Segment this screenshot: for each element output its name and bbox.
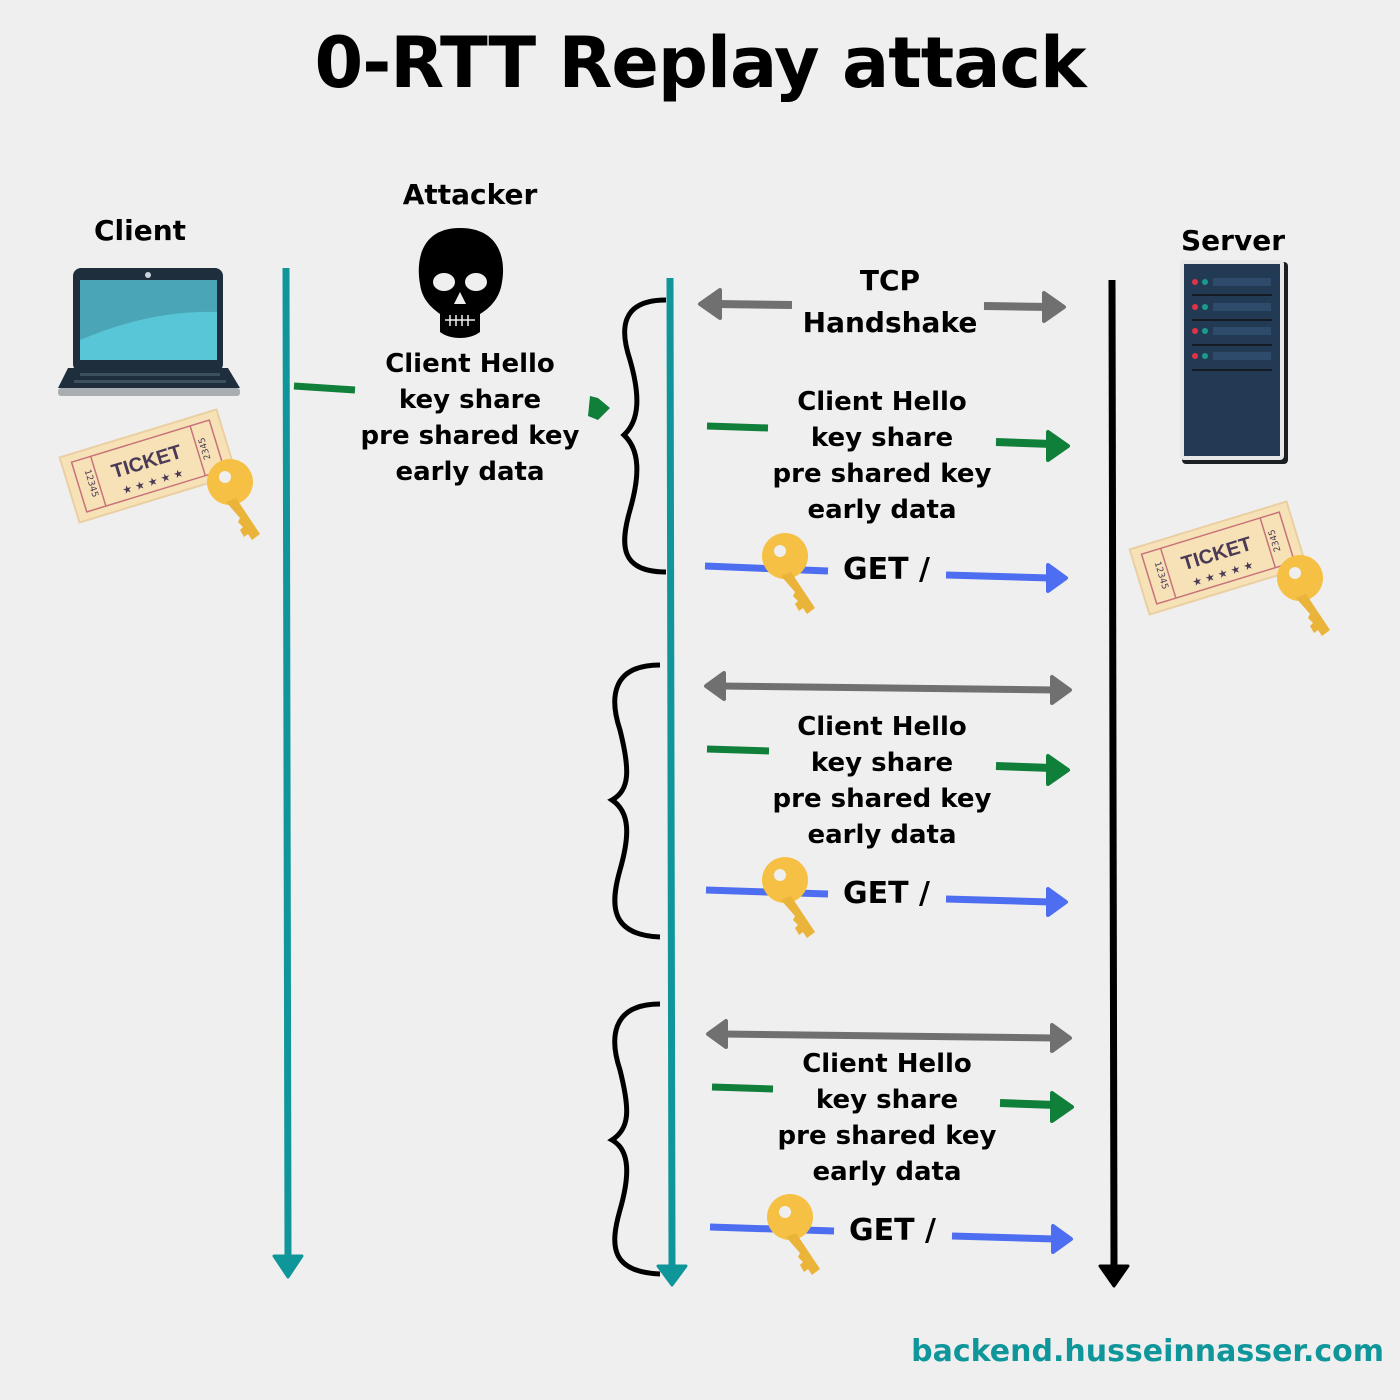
message-line: Client Hello <box>797 712 967 742</box>
attacker-timeline <box>656 277 688 1287</box>
message-line: early data <box>812 1157 962 1187</box>
server-rack-icon <box>1180 260 1288 464</box>
message-line: pre shared key <box>360 421 580 451</box>
footer-url[interactable]: backend.husseinnasser.com <box>911 1334 1384 1369</box>
message-line: pre shared key <box>777 1121 997 1151</box>
server-label: Server <box>1180 224 1285 257</box>
session-2-get-request: GET / <box>843 876 930 911</box>
client-label: Client <box>93 214 187 247</box>
session-3-get-request: GET / <box>849 1213 936 1248</box>
session-2-key-icon <box>762 857 815 938</box>
session-3-client-hello: Client Hello key share pre shared key ea… <box>775 1046 999 1190</box>
session-3-key-icon <box>767 1194 820 1275</box>
attacker-timeline-arrowhead <box>656 1264 688 1287</box>
client-timeline-arrowhead <box>272 1254 304 1279</box>
session-2-handshake-arrow <box>704 671 1072 705</box>
attacker-client-hello: Client Hello key share pre shared key ea… <box>360 346 580 490</box>
session-1-client-hello-arrow <box>706 422 1070 462</box>
session-1-get-arrow <box>704 562 1068 593</box>
session-3-brace <box>607 1001 661 1277</box>
message-line: early data <box>395 457 545 487</box>
session-3-get-arrow <box>709 1223 1073 1254</box>
server-unit-row <box>1192 278 1272 371</box>
client-to-attacker-arrow <box>293 382 610 420</box>
message-line: key share <box>810 423 954 453</box>
session-1-tcp-handshake-arrow <box>698 288 1066 323</box>
page-title: 0-RTT Replay attack <box>314 22 1087 104</box>
client-key-icon <box>207 459 260 540</box>
session-1-brace <box>620 297 667 575</box>
client-ticket-icon: TICKET ★ ★ ★ ★ ★ 12345 2345 <box>58 408 238 524</box>
session-1-get-request: GET / <box>843 552 930 587</box>
message-line: key share <box>815 1085 959 1115</box>
session-2-get-arrow <box>705 886 1068 917</box>
client-timeline <box>272 267 304 1279</box>
message-line: Client Hello <box>797 387 967 417</box>
laptop-icon <box>58 268 240 396</box>
message-line: Client Hello <box>802 1049 972 1079</box>
server-key-icon <box>1277 555 1330 636</box>
message-line: pre shared key <box>772 784 992 814</box>
message-line: early data <box>807 495 957 525</box>
session-2-client-hello: Client Hello key share pre shared key ea… <box>770 709 994 853</box>
handshake-line: TCP <box>859 264 921 297</box>
message-line: key share <box>398 385 542 415</box>
server-timeline <box>1098 279 1130 1288</box>
message-line: Client Hello <box>385 349 555 379</box>
handshake-line: Handshake <box>802 306 978 339</box>
tcp-handshake-label: TCP Handshake <box>790 260 990 344</box>
session-2-client-hello-arrow <box>706 745 1070 786</box>
message-line: key share <box>810 748 954 778</box>
message-line: pre shared key <box>772 459 992 489</box>
attacker-label: Attacker <box>402 178 538 211</box>
skull-icon <box>418 228 504 338</box>
server-timeline-arrowhead <box>1098 1264 1130 1288</box>
session-3-client-hello-arrow <box>711 1083 1074 1123</box>
session-2-brace <box>607 662 661 940</box>
session-1-client-hello: Client Hello key share pre shared key ea… <box>770 384 994 528</box>
server-ticket-icon: TICKET ★ ★ ★ ★ ★ 12345 2345 <box>1128 500 1308 616</box>
message-line: early data <box>807 820 957 850</box>
session-3-handshake-arrow <box>706 1019 1072 1053</box>
